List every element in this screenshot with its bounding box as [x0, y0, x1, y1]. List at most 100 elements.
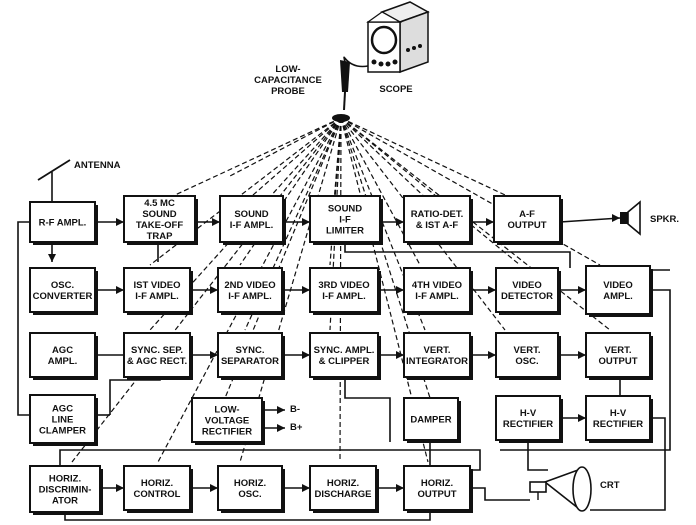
block-ratio-det: RATIO-DET.& IST A-F — [403, 195, 473, 245]
block-label-line: OSC. — [51, 280, 74, 291]
block-label-line: SOUND — [234, 209, 268, 220]
block-label-line: HORIZ. — [49, 474, 81, 485]
block-label-line: I-F AMPL. — [322, 291, 365, 302]
block-box — [585, 265, 651, 315]
block-box — [403, 332, 471, 378]
block-label-line: RATIO-DET. — [411, 209, 464, 220]
block-label-line: VIDEO — [512, 280, 542, 291]
probe-label-line1: LOW- — [275, 64, 300, 75]
block-label-line: 4.5 MC — [144, 198, 175, 209]
block-label-line: IST VIDEO — [134, 280, 181, 291]
block-box — [309, 267, 379, 313]
block-rf-ampl: R-F AMPL. — [29, 201, 98, 245]
block-box — [585, 395, 651, 441]
block-label-line: H-V — [610, 408, 627, 419]
block-box — [309, 195, 381, 243]
block-label-line: DAMPER — [410, 415, 451, 426]
crt-icon — [529, 466, 592, 512]
block-label-line: OUTPUT — [417, 489, 456, 500]
block-label-line: & AGC RECT. — [127, 356, 187, 367]
block-box — [29, 332, 96, 378]
block-box — [29, 267, 96, 313]
block-box — [403, 267, 471, 313]
block-label-line: SYNC. SEP. — [131, 345, 183, 356]
block-label-line: VOLTAGE — [205, 416, 250, 427]
block-label-line: AGC — [52, 345, 73, 356]
block-osc-converter: OSC.CONVERTER — [29, 267, 98, 315]
block-label-line: AMPL. — [603, 291, 633, 302]
block-label-line: SEPARATOR — [221, 356, 279, 367]
block-group: R-F AMPL.4.5 MCSOUNDTAKE-OFFTRAPSOUNDI-F… — [29, 195, 653, 515]
block-label-line: I-F AMPL. — [230, 220, 273, 231]
block-sync-sep-agc: SYNC. SEP.& AGC RECT. — [123, 332, 193, 380]
block-label-line: 3RD VIDEO — [318, 280, 369, 291]
block-label-line: TAKE-OFF — [136, 220, 184, 231]
block-label-line: RECTIFIER — [593, 419, 643, 430]
block-box — [585, 332, 651, 378]
probe-label-line3: PROBE — [271, 86, 305, 97]
block-label-line: I-F AMPL. — [415, 291, 458, 302]
block-label-line: A-F — [519, 209, 535, 220]
signal-wiring — [17, 202, 671, 521]
block-label-line: I-F AMPL. — [228, 291, 271, 302]
block-label-line: HORIZ. — [141, 478, 173, 489]
block-box — [29, 394, 96, 444]
block-box — [217, 332, 283, 378]
probe-label-line2: CAPACITANCE — [254, 75, 322, 86]
block-horiz-osc: HORIZ.OSC. — [217, 465, 285, 513]
block-horiz-output: HORIZ.OUTPUT — [403, 465, 473, 513]
block-label-line: H-V — [520, 408, 537, 419]
block-horiz-control: HORIZ.CONTROL — [123, 465, 193, 513]
block-label-line: & IST A-F — [416, 220, 459, 231]
block-box — [403, 465, 471, 511]
block-horiz-discriminator: HORIZ.DISCRIMIN-ATOR — [29, 465, 103, 515]
block-label-line: HORIZ. — [421, 478, 453, 489]
b-minus-label: B- — [290, 404, 300, 415]
block-label-line: I-F AMPL. — [135, 291, 178, 302]
probe-cable — [343, 56, 369, 68]
block-label-line: 4TH VIDEO — [412, 280, 462, 291]
block-label-line: HORIZ. — [327, 478, 359, 489]
block-vert-osc: VERT.OSC. — [495, 332, 561, 380]
block-box — [123, 332, 191, 378]
block-label-line: OSC. — [515, 356, 538, 367]
block-sync-ampl-clipper: SYNC. AMPL.& CLIPPER — [309, 332, 381, 380]
block-box — [495, 395, 561, 441]
block-label-line: SYNC. AMPL. — [314, 345, 375, 356]
block-box — [123, 195, 196, 243]
block-label-line: RECTIFIER — [202, 427, 252, 438]
block-label-line: OUTPUT — [507, 220, 546, 231]
block-label-line: 2ND VIDEO — [224, 280, 275, 291]
block-box — [495, 267, 559, 313]
block-box — [403, 195, 471, 243]
antenna-label: ANTENNA — [74, 160, 121, 171]
block-label-line: CLAMPER — [39, 426, 86, 437]
block-label-line: HORIZ. — [234, 478, 266, 489]
block-label-line: VIDEO — [603, 280, 633, 291]
block-box — [219, 195, 284, 243]
speaker-icon — [620, 200, 641, 236]
block-damper: DAMPER — [403, 397, 461, 443]
block-box — [495, 332, 559, 378]
block-label-line: TRAP — [147, 231, 174, 242]
block-label-line: VERT. — [514, 345, 541, 356]
block-box — [123, 465, 191, 511]
block-box — [123, 267, 191, 313]
block-label-line: OSC. — [238, 489, 261, 500]
block-vert-integrator: VERT.INTEGRATOR — [403, 332, 473, 380]
b-plus-label: B+ — [290, 422, 303, 433]
block-label-line: SYNC. — [235, 345, 264, 356]
block-box — [309, 465, 377, 511]
